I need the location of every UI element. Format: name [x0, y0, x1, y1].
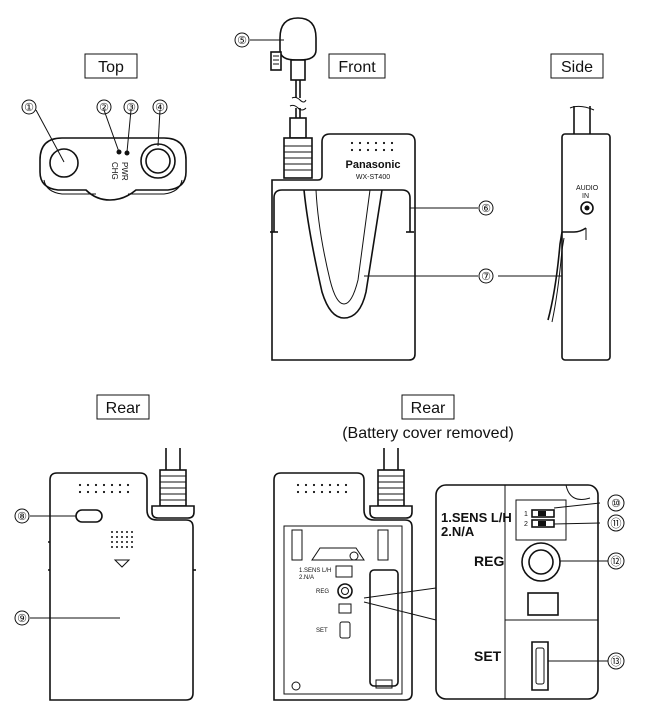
callout-10: ⑩: [607, 494, 625, 512]
belt-clip-side: [547, 231, 563, 321]
svg-text:1.SENS L/H: 1.SENS L/H: [299, 568, 331, 574]
svg-text:⑦: ⑦: [481, 271, 491, 283]
pwr-led: [124, 150, 130, 156]
svg-text:REG: REG: [316, 589, 329, 595]
battery-cover-note: (Battery cover removed): [342, 425, 514, 442]
svg-text:①: ①: [24, 102, 34, 114]
svg-text:④: ④: [155, 102, 165, 114]
na-label: 2.N/A: [441, 524, 475, 539]
svg-text:⑤: ⑤: [237, 35, 247, 47]
svg-text:③: ③: [126, 102, 136, 114]
mic-clip: [270, 51, 282, 71]
callout-13: ⑬: [607, 652, 625, 670]
svg-text:CHG: CHG: [110, 162, 119, 180]
svg-text:Rear: Rear: [106, 400, 141, 417]
audio-button-top: [145, 148, 171, 174]
callout-2: ②: [96, 99, 112, 115]
svg-text:②: ②: [99, 102, 109, 114]
svg-text:⑨: ⑨: [17, 613, 27, 625]
set-label: SET: [474, 648, 502, 664]
rear-battery-view: 1.SENS L/H 2.N/A REG SET: [273, 448, 437, 701]
callout-1: ①: [21, 99, 37, 115]
callout-9: ⑨: [14, 610, 30, 626]
view-title-rear-battery: Rear: [401, 394, 455, 420]
svg-text:1: 1: [524, 511, 528, 518]
svg-text:Rear: Rear: [411, 400, 446, 417]
svg-text:⑫: ⑫: [611, 555, 622, 568]
svg-text:Front: Front: [338, 59, 376, 76]
transmitter-body-side: [561, 133, 611, 361]
svg-text:PWR: PWR: [120, 162, 129, 181]
view-title-rear: Rear: [96, 394, 150, 420]
view-title-side: Side: [550, 53, 604, 79]
sens-label: 1.SENS L/H: [441, 510, 512, 525]
model-label: WX-ST400: [356, 174, 390, 181]
callout-4: ④: [152, 99, 168, 115]
down-arrow-icon: [113, 559, 131, 568]
callout-6: ⑥: [478, 200, 494, 216]
svg-text:2.N/A: 2.N/A: [299, 575, 314, 581]
svg-text:⑥: ⑥: [481, 203, 491, 215]
speaker-grille-rear-top: [78, 483, 130, 494]
callout-11: ⑪: [607, 514, 625, 532]
svg-text:⑩: ⑩: [611, 498, 621, 510]
microphone-head: [279, 17, 317, 61]
svg-text:⑧: ⑧: [17, 511, 27, 523]
svg-text:SET: SET: [316, 628, 328, 634]
svg-text:2: 2: [524, 521, 528, 528]
svg-text:⑬: ⑬: [611, 655, 622, 668]
zoom-panel: 1.SENS L/H 2.N/A 1 2 REG SET: [435, 484, 608, 700]
rear-view: [30, 448, 196, 701]
belt-clip: [303, 189, 383, 319]
transmitter-body-rear: [49, 472, 194, 701]
status-window: [527, 592, 559, 616]
speaker-grille-rear: [111, 531, 133, 548]
dip-switch[interactable]: 1 2: [515, 499, 567, 541]
svg-text:Side: Side: [561, 59, 593, 76]
top-view: CHG PWR: [35, 109, 187, 201]
side-view: AUDIO IN: [498, 105, 611, 361]
callout-7: ⑦: [478, 268, 494, 284]
callout-5: ⑤: [234, 32, 250, 48]
view-title-top: Top: [84, 53, 138, 79]
brand-logo: Panasonic: [345, 159, 400, 171]
callout-8: ⑧: [14, 508, 30, 524]
battery: [369, 569, 399, 687]
speaker-grille-front: [350, 141, 394, 152]
svg-text:IN: IN: [582, 193, 589, 200]
callout-12: ⑫: [607, 552, 625, 570]
power-button-top: [49, 148, 79, 178]
svg-text:⑪: ⑪: [611, 517, 622, 530]
reg-label: REG: [474, 553, 504, 569]
svg-text:Top: Top: [98, 59, 124, 76]
svg-text:AUDIO: AUDIO: [576, 185, 599, 192]
view-title-front: Front: [328, 53, 386, 79]
set-port[interactable]: [531, 641, 549, 691]
callout-3: ③: [123, 99, 139, 115]
front-view: Panasonic WX-ST400: [250, 17, 478, 361]
reg-button[interactable]: [521, 542, 561, 582]
callout-numbers: ① ② ③ ④ ⑤ ⑥ ⑦ ⑧ ⑨ ⑩ ⑪ ⑫ ⑬: [14, 32, 625, 670]
indicator-window: [75, 509, 103, 523]
